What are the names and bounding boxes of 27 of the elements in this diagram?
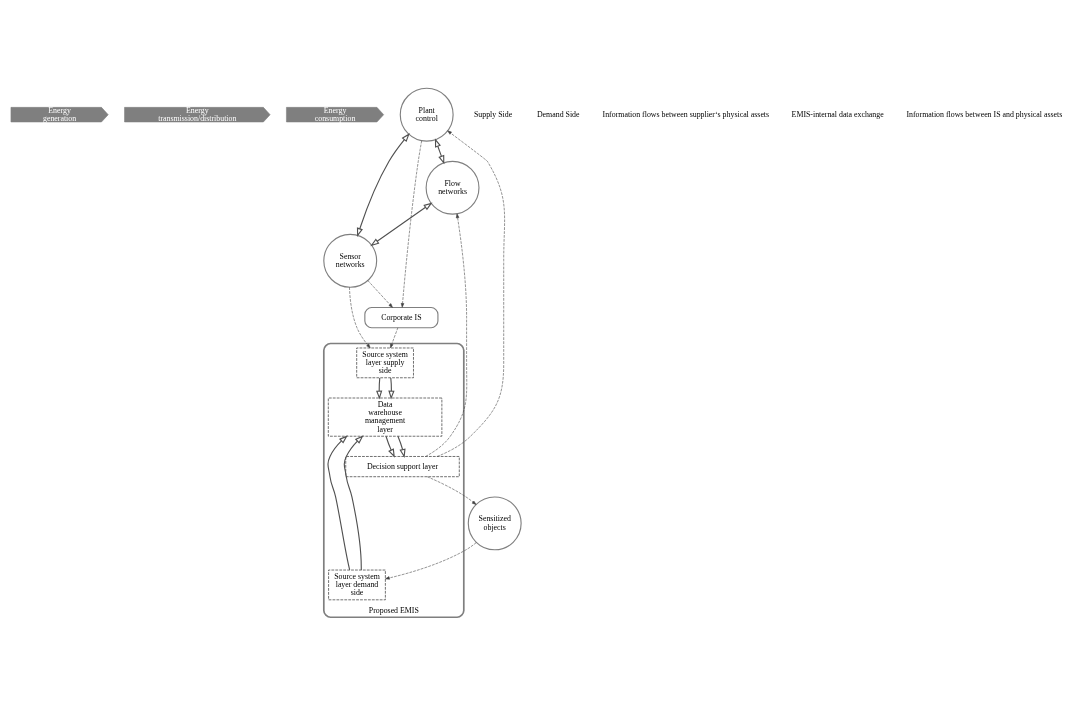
label: Supply Side <box>473 109 513 119</box>
arrow <box>426 475 477 505</box>
arrow <box>434 137 445 164</box>
arrow <box>343 434 364 570</box>
arrow <box>367 279 393 308</box>
arrow <box>370 201 433 246</box>
legend-label: EMIS-internal data exchange <box>791 109 884 119</box>
legend-label: Information flows between IS and physical assets <box>906 109 1063 119</box>
arrow <box>388 376 395 400</box>
arrow <box>425 213 468 457</box>
legend-label: Information flows between supplier‘s physical assets <box>602 109 770 119</box>
node-box: Decision support layer <box>345 455 460 477</box>
node-circle: Sensitized objects <box>467 495 522 550</box>
arrow <box>349 286 371 348</box>
arrow <box>436 130 505 457</box>
arrow <box>327 434 351 570</box>
arrow <box>397 435 406 458</box>
arrow <box>385 541 477 580</box>
arrow <box>356 132 410 237</box>
label: Demand Side <box>536 109 580 119</box>
arrow <box>390 326 399 348</box>
arrow <box>400 140 422 308</box>
arrow <box>385 435 395 458</box>
node-box: Corporate IS <box>364 306 439 328</box>
node-box: Data warehouse management layer <box>328 397 443 436</box>
node-box: Source system layer supply side <box>356 347 414 378</box>
node-box: Source system layer demand side <box>328 569 386 600</box>
